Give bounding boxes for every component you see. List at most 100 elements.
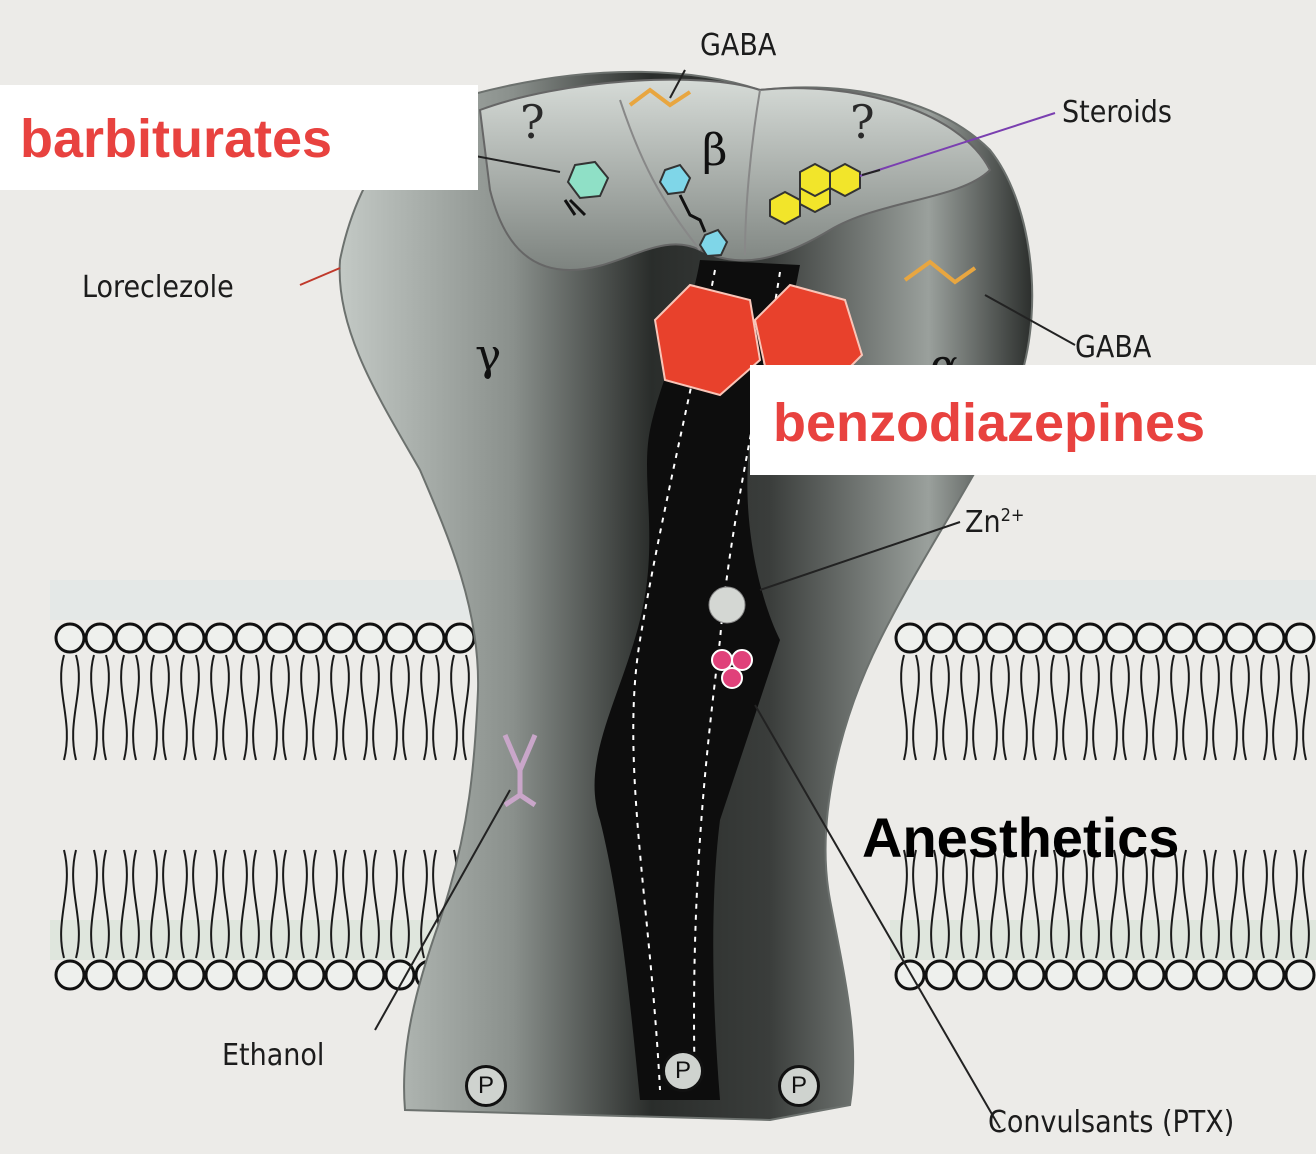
lipid-head <box>56 961 84 989</box>
lipid-head <box>1166 961 1194 989</box>
lipid-tail <box>271 655 289 760</box>
lipid-head <box>1016 624 1044 652</box>
lipid-head <box>296 961 324 989</box>
lipid-tail <box>391 655 409 760</box>
lipid-head <box>86 624 114 652</box>
lipid-head <box>986 624 1014 652</box>
loreclezole-label: Loreclezole <box>82 270 234 305</box>
lipid-tail <box>421 655 439 760</box>
zinc-charge: 2+ <box>1001 505 1025 526</box>
lipid-head <box>1106 961 1134 989</box>
lipid-head <box>416 624 444 652</box>
benzodiazepines-overlay: benzodiazepines <box>773 392 1205 454</box>
lipid-head <box>1046 961 1074 989</box>
lipid-tail <box>241 655 259 760</box>
lipid-head <box>266 961 294 989</box>
lipid-tail <box>901 655 919 760</box>
lipid-head <box>206 624 234 652</box>
lipid-tail <box>1051 655 1069 760</box>
lipid-head <box>176 961 204 989</box>
lipid-tail <box>1111 655 1129 760</box>
lipid-head <box>146 624 174 652</box>
lipid-tail <box>1021 655 1039 760</box>
lipid-head <box>1166 624 1194 652</box>
lipid-head <box>1076 961 1104 989</box>
lipid-head <box>116 624 144 652</box>
lipid-tail <box>1141 655 1159 760</box>
lipid-head <box>386 624 414 652</box>
membrane-surface <box>50 580 470 620</box>
lipid-head <box>1016 961 1044 989</box>
lipid-tail <box>961 655 979 760</box>
zinc-label-text: Zn <box>965 505 1001 540</box>
gaba-top-label: GABA <box>700 28 776 63</box>
unknown-site-mark-left: ? <box>520 95 545 149</box>
lipid-tail <box>991 655 1009 760</box>
lipid-head <box>1136 624 1164 652</box>
zinc-ion <box>709 587 745 623</box>
lipid-tail <box>451 655 469 760</box>
phosphorylation-site-right: P <box>778 1065 820 1107</box>
lipid-head <box>446 624 474 652</box>
beta-subunit-label: β <box>702 125 727 176</box>
lipid-tail <box>931 655 949 760</box>
lipid-head <box>146 961 174 989</box>
lipid-tail <box>1261 655 1279 760</box>
lipid-head <box>176 624 204 652</box>
lipid-head <box>1256 961 1284 989</box>
lipid-head <box>236 961 264 989</box>
lipid-head <box>896 961 924 989</box>
lipid-head <box>296 624 324 652</box>
zinc-label: Zn2+ <box>965 505 1024 540</box>
phosphorylation-site-left: P <box>465 1065 507 1107</box>
lipid-head <box>1136 961 1164 989</box>
lipid-tail <box>1291 655 1309 760</box>
lipid-head <box>1046 624 1074 652</box>
steroids-label: Steroids <box>1062 95 1172 130</box>
phosphorylation-site-center: P <box>662 1050 704 1092</box>
lipid-tail <box>1171 655 1189 760</box>
lipid-head <box>326 624 354 652</box>
lipid-head <box>986 961 1014 989</box>
gaba-right-label: GABA <box>1075 330 1151 365</box>
lipid-tail <box>121 655 139 760</box>
lipid-tail <box>61 655 79 760</box>
lipid-head <box>326 961 354 989</box>
lipid-tail <box>1081 655 1099 760</box>
lipid-head <box>1226 624 1254 652</box>
lipid-head <box>116 961 144 989</box>
lipid-head <box>896 624 924 652</box>
lipid-head <box>1256 624 1284 652</box>
unknown-site-mark-right: ? <box>850 95 875 149</box>
lipid-head <box>1106 624 1134 652</box>
membrane-surface <box>890 580 1316 620</box>
membrane-surface <box>890 920 1316 960</box>
convulsants-label: Convulsants (PTX) <box>988 1105 1234 1140</box>
lipid-head <box>206 961 234 989</box>
lipid-head <box>1226 961 1254 989</box>
lipid-head <box>266 624 294 652</box>
lipid-tail <box>331 655 349 760</box>
lipid-head <box>956 961 984 989</box>
lipid-head <box>56 624 84 652</box>
lipid-head <box>1286 624 1314 652</box>
lipid-tail <box>1231 655 1249 760</box>
lipid-head <box>356 961 384 989</box>
lipid-tail <box>1201 655 1219 760</box>
lipid-head <box>1286 961 1314 989</box>
lipid-head <box>356 624 384 652</box>
lipid-tail <box>211 655 229 760</box>
lipid-tail <box>151 655 169 760</box>
lipid-head <box>86 961 114 989</box>
ethanol-label: Ethanol <box>222 1038 324 1073</box>
lipid-head <box>1196 624 1224 652</box>
lipid-head <box>1196 961 1224 989</box>
lipid-head <box>926 961 954 989</box>
gamma-subunit-label: γ <box>475 330 501 381</box>
lipid-head <box>956 624 984 652</box>
lipid-head <box>236 624 264 652</box>
anesthetics-overlay: Anesthetics <box>862 805 1179 870</box>
lipid-tail <box>361 655 379 760</box>
lipid-tail <box>301 655 319 760</box>
lipid-tail <box>91 655 109 760</box>
